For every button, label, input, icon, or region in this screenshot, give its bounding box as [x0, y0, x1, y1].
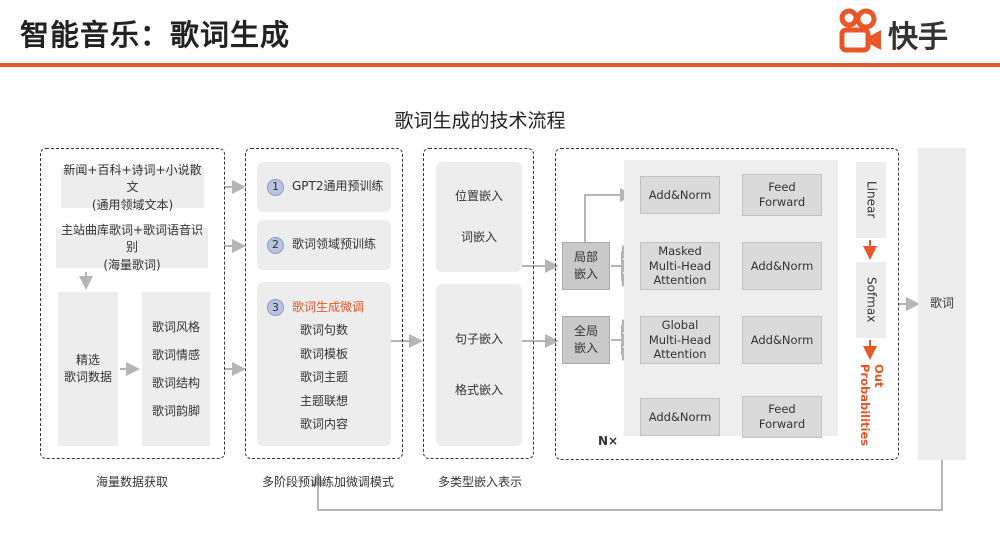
lyrics-source-line2: (海量歌词) [103, 257, 161, 272]
feed-forward-top-line2: Forward [758, 195, 806, 209]
step3-header: 3 歌词生成微调 [257, 296, 364, 319]
softmax-layer: Sofmax [856, 262, 886, 338]
out-probabilities: Out Probabilities [858, 364, 886, 446]
step-gpt2-pretrain: 1 GPT2通用预训练 [257, 162, 391, 212]
word-embedding: 词嵌入 [460, 229, 497, 244]
linear-label: Linear [864, 181, 879, 219]
data-acquisition-panel [40, 148, 225, 459]
diagram-title: 歌词生成的技术流程 [394, 110, 566, 132]
feed-forward-bottom: Feed Forward [742, 396, 822, 438]
step3-number: 3 [267, 299, 284, 317]
local-embedding-line2: 嵌入 [573, 267, 598, 281]
step-domain-pretrain: 2 歌词领域预训练 [257, 220, 391, 270]
out-probabilities-line2: Probabilities [858, 364, 872, 447]
global-embedding: 全局 嵌入 [562, 316, 610, 364]
embedding-panel [423, 148, 534, 459]
n-times-label: N× [598, 434, 619, 448]
global-embedding-line1: 全局 [573, 324, 598, 339]
attribute-style: 歌词风格 [151, 319, 200, 334]
stage3-caption: 多类型嵌入表示 [438, 475, 523, 489]
kuaishou-logo-icon [839, 8, 881, 53]
global-attention: Global Multi-Head Attention [640, 316, 720, 364]
step-finetune: 3 歌词生成微调 歌词句数 歌词模板 歌词主题 主题联想 歌词内容 [257, 282, 391, 446]
stage2-caption: 多阶段预训练加微调模式 [262, 475, 395, 489]
masked-attention-line2: Multi-Head [648, 258, 712, 273]
local-embedding: 局部 嵌入 [562, 242, 610, 290]
step2-number: 2 [267, 236, 284, 254]
out-probabilities-line1: Out [872, 364, 886, 388]
sentence-embedding: 句子嵌入 [454, 331, 503, 346]
transformer-panel [555, 148, 899, 460]
local-embedding-line1: 局部 [573, 250, 598, 265]
pretrain-finetune-panel [245, 148, 403, 459]
feed-forward-bottom-line1: Feed [768, 402, 796, 417]
embedding-box-lower: 句子嵌入 格式嵌入 [436, 284, 522, 446]
add-norm-top: Add&Norm [640, 176, 720, 214]
general-text-source-line1: 新闻+百科+诗词+小说散文 [63, 162, 202, 195]
embedding-box-upper: 位置嵌入 词嵌入 [436, 162, 522, 272]
masked-attention: Masked Multi-Head Attention [640, 242, 720, 290]
brand-name: 快手 [888, 20, 948, 55]
add-norm-bottom: Add&Norm [640, 398, 720, 436]
finetune-item-sentences: 歌词句数 [299, 323, 348, 338]
stage1-caption: 海量数据获取 [96, 475, 169, 489]
lyrics-attributes: 歌词风格 歌词情感 歌词结构 歌词韵脚 [142, 292, 210, 446]
selected-lyrics-data: 精选 歌词数据 [58, 292, 118, 446]
add-norm-mid1: Add&Norm [742, 242, 822, 290]
lyrics-source-line1: 主站曲库歌词+歌词语音识别 [60, 222, 204, 255]
global-attention-line3: Attention [653, 347, 707, 362]
attribute-structure: 歌词结构 [151, 376, 200, 390]
feed-forward-bottom-line2: Forward [758, 417, 806, 431]
lyrics-output: 歌词 [918, 148, 966, 460]
global-embedding-line2: 嵌入 [573, 341, 598, 355]
masked-attention-line3: Attention [653, 273, 707, 288]
masked-attention-line1: Masked [658, 243, 702, 258]
finetune-item-association: 主题联想 [299, 393, 348, 408]
position-embedding: 位置嵌入 [454, 188, 503, 203]
step1-label: GPT2通用预训练 [292, 179, 384, 194]
finetune-item-template: 歌词模板 [299, 346, 348, 361]
lyrics-source: 主站曲库歌词+歌词语音识别 (海量歌词) [56, 223, 208, 272]
attribute-rhyme: 歌词韵脚 [151, 404, 200, 419]
attribute-emotion: 歌词情感 [151, 347, 200, 362]
step2-label: 歌词领域预训练 [292, 237, 377, 252]
general-text-source-line2: (通用领域文本) [91, 197, 174, 212]
finetune-item-content: 歌词内容 [299, 416, 348, 431]
header-divider [0, 63, 1000, 67]
format-embedding: 格式嵌入 [454, 382, 503, 397]
lyrics-output-label: 歌词 [929, 296, 954, 311]
selected-lyrics-line2: 歌词数据 [63, 370, 112, 384]
finetune-item-theme: 歌词主题 [299, 370, 348, 385]
step3-label: 歌词生成微调 [292, 300, 365, 314]
general-text-source: 新闻+百科+诗词+小说散文 (通用领域文本) [61, 163, 204, 212]
selected-lyrics-line1: 精选 [75, 352, 100, 367]
feed-forward-top: Feed Forward [742, 174, 822, 216]
global-attention-line1: Global [661, 317, 699, 332]
global-attention-line2: Multi-Head [648, 332, 712, 347]
page-title: 智能音乐：歌词生成 [20, 18, 291, 52]
softmax-label: Sofmax [864, 277, 879, 323]
linear-layer: Linear [856, 162, 886, 238]
step1-number: 1 [267, 178, 284, 196]
add-norm-mid2: Add&Norm [742, 316, 822, 364]
feed-forward-top-line1: Feed [768, 180, 796, 195]
